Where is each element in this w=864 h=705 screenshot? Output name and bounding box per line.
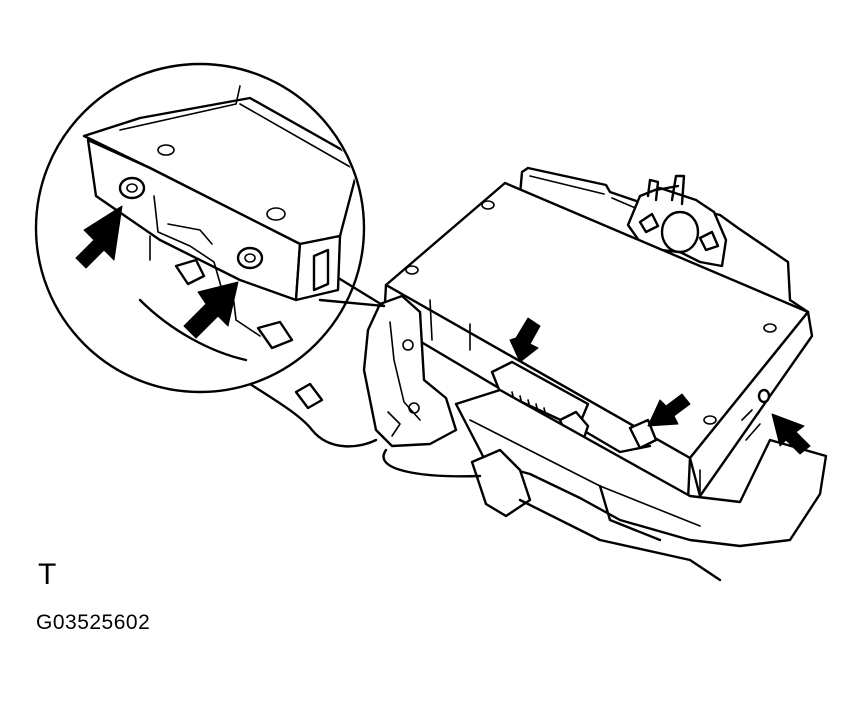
- arrow-icon: [509, 317, 541, 363]
- main-assembly: [242, 166, 828, 582]
- left-bracket: [362, 294, 458, 448]
- figure-marker-letter: T: [38, 558, 57, 591]
- arrow-icon: [183, 281, 239, 339]
- arrow-icon: [647, 393, 691, 427]
- arrow-icon: [771, 413, 811, 455]
- lower-housing: [454, 388, 828, 582]
- detail-magnifier: [34, 62, 386, 394]
- wire-harness: [242, 378, 378, 448]
- arrow-icon: [75, 205, 123, 269]
- callout-arrows: [75, 205, 811, 455]
- figure-code: G03525602: [36, 611, 151, 634]
